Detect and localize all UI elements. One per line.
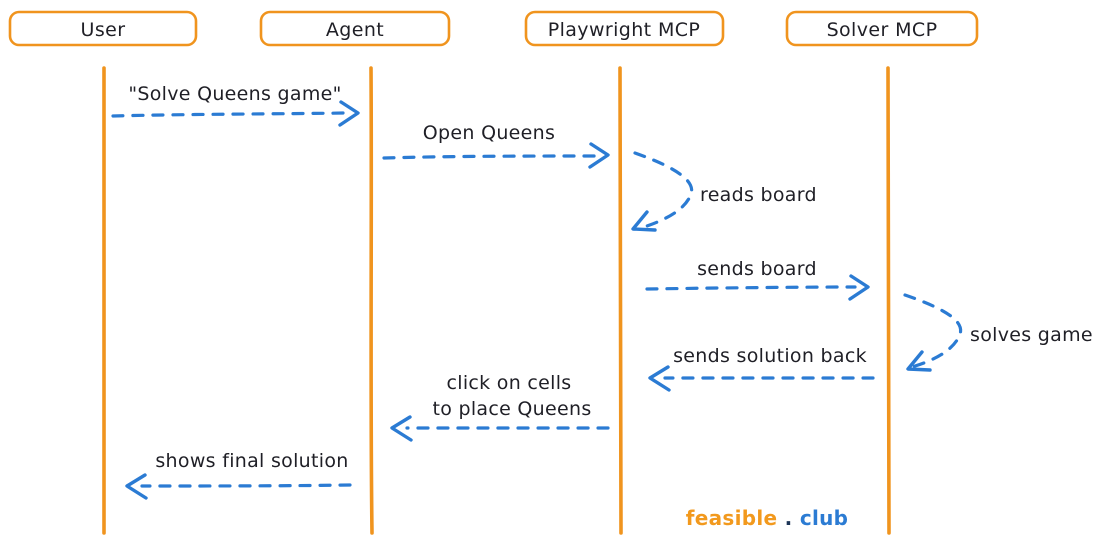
- message-label: solves game: [970, 324, 1093, 346]
- message-line: [140, 483, 352, 488]
- message-label: sends board: [697, 258, 817, 280]
- message-line: [111, 111, 347, 118]
- actor-solver-mcp: Solver MCP: [785, 10, 979, 47]
- self-message-solves-game: solves game: [903, 293, 1093, 372]
- watermark-tld: club: [800, 506, 848, 530]
- message-label: Open Queens: [423, 122, 555, 144]
- lifeline-agent: [369, 66, 374, 535]
- actor-user: User: [8, 10, 198, 47]
- arrow-right-icon: [588, 142, 610, 169]
- actor-box-agent: [259, 10, 451, 47]
- actor-playwright-mcp: Playwright MCP: [524, 10, 725, 47]
- message-label: "Solve Queens game": [128, 83, 341, 105]
- message-label: sends solution back: [673, 345, 867, 367]
- message-line: [645, 285, 857, 291]
- message-open-queens: Open Queens: [382, 122, 610, 169]
- message-sends-solution-back: sends solution back: [648, 345, 875, 392]
- actor-label-agent: Agent: [326, 19, 384, 41]
- watermark-brand: feasible: [686, 506, 778, 530]
- message-click-on-cells: click on cells to place Queens: [390, 372, 610, 442]
- message-solve-queens-game: "Solve Queens game": [111, 83, 360, 127]
- arrow-down-left-icon: [631, 210, 657, 232]
- arrow-left-icon: [648, 365, 671, 392]
- actor-label-user: User: [81, 19, 126, 41]
- brand-watermark: feasible . club: [686, 506, 849, 530]
- arrow-left-icon: [390, 415, 413, 442]
- arrow-down-left-icon: [906, 350, 932, 372]
- arrow-left-icon: [125, 473, 148, 500]
- self-loop-line: [633, 151, 694, 229]
- message-shows-final-solution: shows final solution: [125, 450, 352, 500]
- message-label: reads board: [700, 184, 817, 206]
- message-label: shows final solution: [155, 450, 348, 472]
- actor-label-playwright-mcp: Playwright MCP: [548, 19, 701, 41]
- actor-box-user: [8, 10, 198, 47]
- actor-box-solver-mcp: [785, 10, 979, 47]
- message-label-line-2: to place Queens: [432, 398, 591, 420]
- arrow-right-icon: [338, 100, 360, 127]
- self-loop-line: [903, 293, 963, 369]
- message-sends-board: sends board: [645, 258, 870, 301]
- lifeline-solver-mcp: [886, 66, 891, 535]
- actor-label-solver-mcp: Solver MCP: [827, 19, 938, 41]
- lifeline-user: [101, 66, 107, 535]
- arrow-right-icon: [848, 274, 870, 301]
- message-line: [382, 154, 598, 160]
- actor-agent: Agent: [259, 10, 451, 47]
- message-label-line-1: click on cells: [447, 372, 572, 394]
- actor-box-playwright-mcp: [524, 10, 725, 47]
- lifeline-playwright-mcp: [618, 66, 623, 535]
- watermark-dot: .: [785, 506, 793, 530]
- self-message-reads-board: reads board: [631, 151, 817, 232]
